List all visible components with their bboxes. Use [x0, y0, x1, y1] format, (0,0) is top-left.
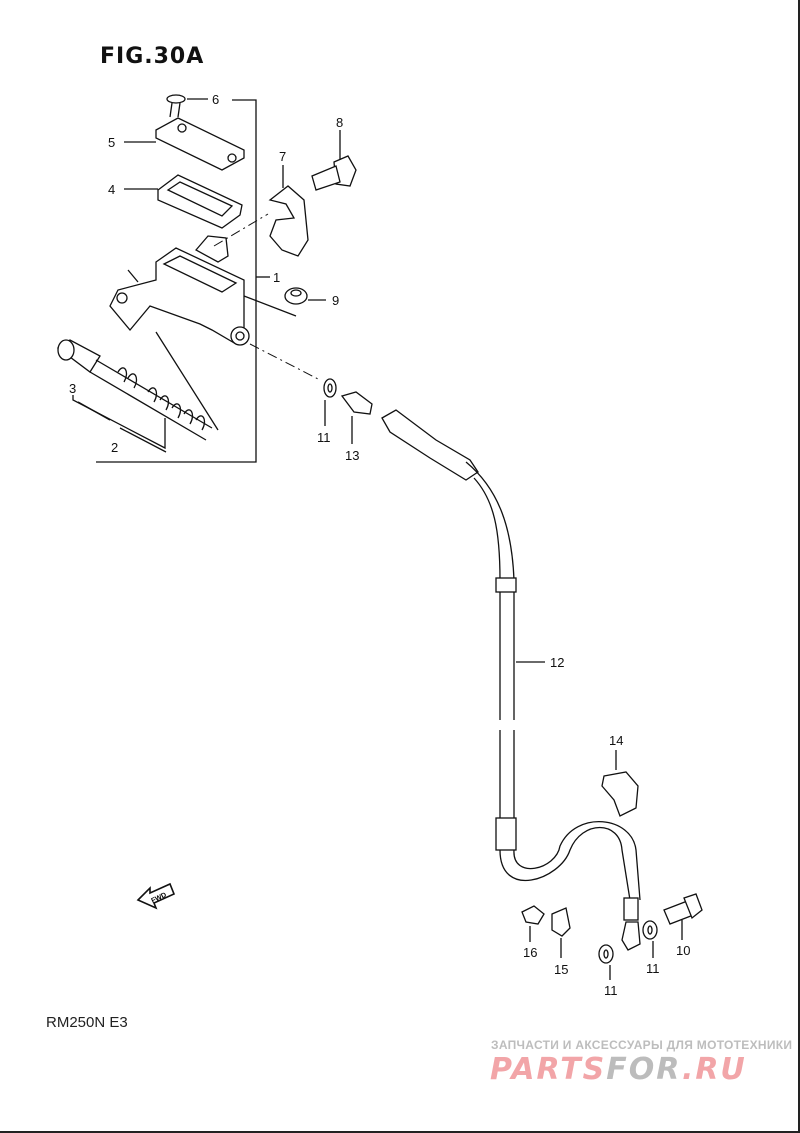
model-code: RM250N E3: [46, 1014, 128, 1031]
label-part-15: 15: [554, 962, 568, 977]
page-border-right: [798, 0, 800, 1133]
hose-clamp-part-14: [601, 750, 639, 817]
label-part-14: 14: [609, 733, 623, 748]
watermark-logo-part1: PARTS: [490, 1052, 607, 1087]
label-part-4: 4: [108, 182, 115, 197]
label-part-13: 13: [345, 448, 359, 463]
bolt-part-16: [521, 905, 545, 942]
label-part-12: 12: [550, 655, 564, 670]
watermark-logo-part3: .RU: [681, 1052, 747, 1087]
washer-part-11: [323, 378, 337, 426]
forward-arrow-icon: FWD: [136, 882, 176, 910]
watermark-logo-part2: FOR: [606, 1052, 682, 1087]
piston-kit-part-2-3: [56, 339, 213, 453]
label-part-3: 3: [69, 381, 76, 396]
bleeder-bolt-part-13: [340, 391, 373, 444]
washer-part-11c: [642, 920, 658, 958]
label-part-11: 11: [317, 430, 331, 445]
assembly-axis-line: [249, 343, 321, 381]
page-border-bottom: [0, 1131, 800, 1133]
figure-title: FIG.30A: [100, 44, 205, 69]
label-part-11: 11: [604, 983, 618, 998]
label-part-16: 16: [523, 945, 537, 960]
reservoir-cap-part-5: [124, 117, 245, 171]
label-part-9: 9: [332, 293, 339, 308]
label-part-7: 7: [279, 149, 286, 164]
label-part-6: 6: [212, 92, 219, 107]
brake-hose-part-12: [381, 409, 641, 951]
grommet-part-9: [243, 287, 326, 317]
label-part-8: 8: [336, 115, 343, 130]
label-part-5: 5: [108, 135, 115, 150]
watermark-tagline: ЗАПЧАСТИ И АКСЕССУАРЫ ДЛЯ МОТОТЕХНИКИ: [491, 1038, 793, 1052]
group-bracket-1: [96, 99, 257, 463]
screw-part-6: [166, 94, 208, 118]
label-part-10: 10: [676, 943, 690, 958]
bolt-part-8: [311, 130, 357, 191]
clamp-part-7: [213, 165, 309, 257]
clamp-part-15: [551, 907, 571, 958]
master-cylinder-body: [109, 235, 250, 431]
label-part-2: 2: [111, 440, 118, 455]
label-part-1: 1: [273, 270, 280, 285]
washer-part-11b: [598, 944, 614, 980]
label-part-11: 11: [646, 961, 660, 976]
watermark-logo: PARTSFOR.RU: [490, 1052, 747, 1087]
banjo-bolt-part-10: [663, 893, 703, 940]
diaphragm-part-4: [124, 174, 243, 229]
